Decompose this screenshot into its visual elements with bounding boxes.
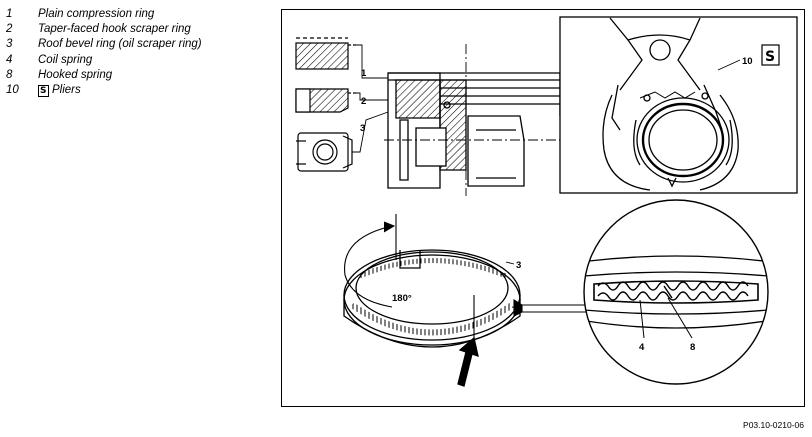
figure-code: P03.10-0210-06 — [743, 420, 804, 430]
callout-ring3-lower: 3 — [516, 260, 521, 271]
oil-ring-assembly — [343, 214, 521, 387]
oil-scraper-ring-section — [296, 132, 353, 172]
legend-item: 10 S Pliers — [6, 83, 276, 98]
compression-ring-section — [295, 37, 356, 70]
legend-label: Hooked spring — [38, 68, 113, 81]
legend-label-pliers: S Pliers — [38, 83, 81, 98]
legend-number: 8 — [6, 68, 13, 81]
legend-item: 4 Coil spring — [6, 53, 276, 68]
legend-number: 3 — [6, 38, 13, 51]
legend-number: 4 — [6, 53, 13, 66]
magnified-spring-detail: 4 8 — [583, 199, 769, 385]
hook-scraper-ring-section — [295, 88, 356, 113]
legend-label: Plain compression ring — [38, 8, 155, 20]
magnifier-connector — [513, 299, 586, 317]
legend-number: 1 — [6, 8, 13, 20]
pliers-tool-icon: S — [38, 84, 49, 97]
legend-label: Roof bevel ring (oil scraper ring) — [38, 38, 202, 51]
pliers-inset: 10 S — [559, 16, 798, 194]
coil-spring — [597, 281, 749, 339]
legend-number: 10 — [6, 83, 19, 96]
legend-number: 2 — [6, 23, 13, 36]
legend-label: Pliers — [52, 83, 81, 96]
callout-coil: 4 — [639, 342, 645, 353]
callout-ring3: 3 — [360, 123, 365, 134]
callout-pliers: 10 — [742, 56, 753, 67]
angle-label: 180° — [392, 293, 412, 304]
ring-cross-sections — [295, 37, 356, 172]
legend-item: 3 Roof bevel ring (oil scraper ring) — [6, 37, 276, 52]
legend: 1 Plain compression ring 2 Taper-faced h… — [6, 7, 276, 98]
figure-frame — [281, 9, 805, 407]
callout-ring2: 2 — [361, 96, 366, 107]
legend-item: 1 Plain compression ring — [6, 7, 276, 22]
legend-label: Coil spring — [38, 53, 93, 66]
callout-hook: 8 — [690, 342, 695, 353]
legend-item: 2 Taper-faced hook scraper ring — [6, 22, 276, 37]
pliers-tool-icon — [761, 44, 780, 66]
legend-item: 8 Hooked spring — [6, 68, 276, 83]
piston-section — [352, 44, 561, 196]
callout-ring1: 1 — [361, 68, 367, 79]
legend-label: Taper-faced hook scraper ring — [38, 23, 191, 36]
pliers-tool-glyph: S — [765, 49, 775, 65]
